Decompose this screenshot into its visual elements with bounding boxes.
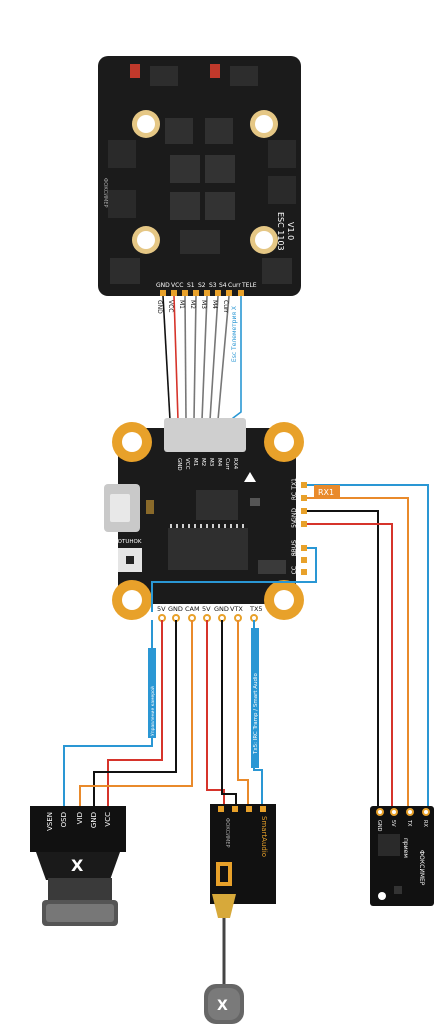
- wire-label-m3: M3: [200, 300, 207, 309]
- fc-right-pads: TX1 RC GND 5V SBUS R CC: [291, 478, 298, 575]
- fc-pad-bottom-gnd-2: GND: [214, 605, 229, 613]
- fc-pad-bottom-5v: 5V: [157, 605, 166, 613]
- fc-pad-bottom-tx5: TX5: [249, 605, 263, 613]
- telemetry-wire-label: Esc Телеметрия X: [231, 306, 238, 362]
- camera-pins: VSEN OSD VID GND VCC: [46, 812, 112, 831]
- antenna: X: [204, 984, 244, 1024]
- camera: X VSEN OSD VID GND VCC: [30, 806, 126, 926]
- receiver-pin-gnd: GND: [376, 820, 382, 832]
- esc-board: ESC 1103 V1.0 ФОКСИМЕР GND VCC S1 S2 S3 …: [98, 56, 301, 296]
- fc-label-m4: M4: [216, 458, 222, 467]
- receiver-pin-5v: 5V: [390, 820, 396, 827]
- fc-pad-5v: 5V: [291, 519, 298, 528]
- rx1-label: RX1: [318, 488, 334, 497]
- fc-harness-labels: GND VCC M1 M2 M3 M4 Curr RX4: [176, 458, 238, 471]
- fc-label-m2: M2: [200, 458, 206, 466]
- esc-model-label: ESC 1103: [276, 212, 285, 251]
- vtx: ФОКСИМЕР SmartAudio X: [204, 804, 276, 1024]
- wire-label-curr: Curr: [222, 300, 229, 313]
- esc-pad-s2: S2: [198, 282, 206, 289]
- camera-pin-vsen: VSEN: [46, 812, 54, 831]
- fc-harness-connector: [164, 418, 246, 452]
- receiver-brand: ФОКСИМЕР: [418, 850, 425, 886]
- esc-pad-curr: Curr: [228, 282, 241, 289]
- wire-label-m2: M2: [189, 300, 196, 309]
- fc-pad-bottom-5v-2: 5V: [202, 605, 211, 613]
- camera-pin-vid: VID: [76, 812, 84, 824]
- smart-audio-tag: Tx5: IRC Tramp / Smart Audio: [251, 628, 259, 768]
- fc-label-vcc: VCC: [184, 458, 190, 470]
- receiver-pin-rx: RX: [422, 820, 428, 827]
- fc-pad-tx1: TX1: [291, 478, 298, 491]
- vtx-wire-label: Tx5: IRC Tramp / Smart Audio: [253, 672, 259, 755]
- fc-label-m3: M3: [208, 458, 214, 467]
- camera-pin-vcc: VCC: [104, 812, 112, 827]
- fc-pad-cc: CC: [291, 566, 298, 574]
- wire-label-vcc: VCC: [167, 300, 174, 312]
- boot-label: BOTUHOK: [114, 539, 142, 545]
- receiver: GND 5V TX RX прием ФОКСИМЕР: [370, 806, 434, 906]
- fc-label-curr: Curr: [224, 458, 230, 470]
- fc-label-rx4: RX4: [232, 458, 238, 470]
- vtx-brand: ФОКСИМЕР: [224, 818, 230, 848]
- esc-mount-hole: [132, 110, 278, 254]
- fc-pad-rc: RC: [291, 492, 298, 500]
- esc-pad-tele: TELE: [241, 282, 257, 289]
- wire-label-gnd: GND: [156, 300, 163, 314]
- camera-logo: X: [71, 856, 84, 875]
- fc-label-gnd: GND: [176, 458, 182, 471]
- harness-wire-labels: GND VCC M1 M2 M3 M4 Curr Esc Телеметрия …: [156, 300, 238, 362]
- fc-pad-bottom-gnd: GND: [168, 605, 183, 613]
- camera-wire-label: Управление камерой: [149, 686, 156, 736]
- fc-bottom-pads: 5V GND CAM 5V GND VTX TX5: [157, 605, 263, 613]
- rx1-tag: RX1: [314, 485, 340, 498]
- esc-version-label: V1.0: [286, 222, 295, 240]
- wire-label-m1: M1: [178, 300, 185, 309]
- receiver-pins: GND 5V TX RX: [376, 819, 428, 832]
- receiver-wires: [151, 484, 429, 810]
- receiver-label: прием: [402, 838, 409, 858]
- camera-pin-gnd: GND: [90, 812, 98, 828]
- esc-pad-row: GND VCC S1 S2 S3 S4 Curr TELE: [156, 282, 257, 289]
- fc-label-m1: M1: [192, 458, 198, 466]
- esc-harness: [162, 295, 242, 424]
- esc-pad-s3: S3: [209, 282, 217, 289]
- esc-pad-s1: S1: [187, 282, 195, 289]
- esc-pad-s4: S4: [219, 282, 227, 289]
- camera-control-tag: Управление камерой: [148, 648, 156, 738]
- vtx-side-text: SmartAudio: [260, 816, 268, 857]
- esc-pad-gnd: GND: [156, 282, 170, 289]
- esc-brand-label: ФОКСИМЕР: [102, 178, 108, 208]
- camera-wires: [63, 620, 193, 808]
- fc-pad-bottom-vtx: VTX: [230, 605, 243, 613]
- flight-controller: GND VCC M1 M2 M3 M4 Curr RX4 BOTUHOK: [104, 418, 307, 622]
- fc-pad-r: R: [291, 552, 298, 556]
- fc-mount-hole: [112, 422, 304, 620]
- fc-pad-bottom-cam: CAM: [185, 605, 200, 613]
- wire-label-m4: M4: [211, 300, 218, 309]
- fc-pad-gnd: GND: [291, 508, 298, 522]
- antenna-logo: X: [217, 998, 228, 1014]
- receiver-pin-tx: TX: [406, 819, 412, 827]
- camera-pin-osd: OSD: [60, 812, 68, 827]
- esc-pad-vcc: VCC: [171, 282, 183, 289]
- fc-pad-sbus: SBUS: [291, 540, 298, 556]
